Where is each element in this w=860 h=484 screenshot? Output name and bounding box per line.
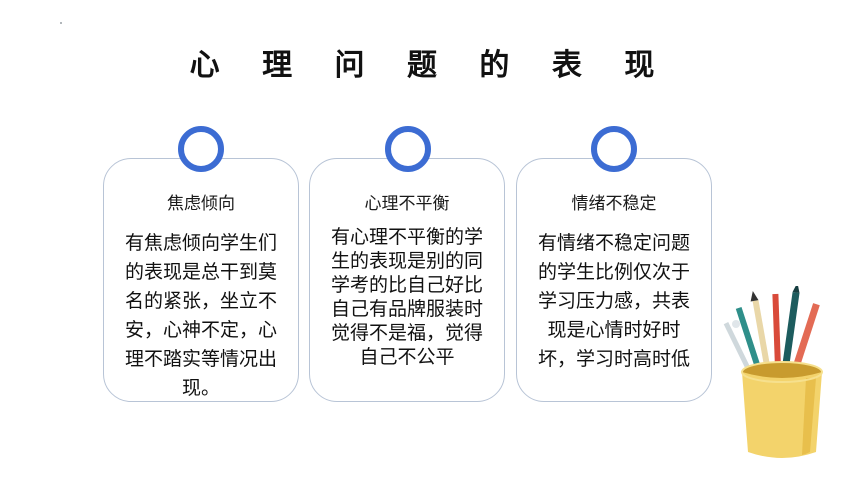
- card-anxiety: 焦虑倾向 有焦虑倾向学生们的表现是总干到莫名的紧张，坐立不安，心神不定，心理不踏…: [103, 158, 299, 402]
- ring-icon: [178, 126, 224, 172]
- ring-icon: [591, 126, 637, 172]
- card-heading: 焦虑倾向: [167, 194, 235, 214]
- card-body: 有焦虑倾向学生们的表现是总干到莫名的紧张，坐立不安，心神不定，心理不踏实等情况出…: [124, 232, 277, 399]
- slide-title: 心 理 问 题 的 表 现: [189, 48, 671, 83]
- decorative-dot: [60, 22, 62, 24]
- card-body: 有情绪不稳定问题的学生比例仅次于学习压力感，共表现是心情时好时坏，学习时高时低: [537, 232, 690, 370]
- card-imbalance: 心理不平衡 有心理不平衡的学生的表现是别的同学考的比自己好比自己有品牌服装时觉得…: [309, 158, 505, 402]
- card-heading: 情绪不稳定: [571, 194, 657, 214]
- pencil-cup-icon: [723, 286, 823, 458]
- card-heading: 心理不平衡: [364, 194, 450, 214]
- ring-icon: [385, 126, 431, 172]
- card-body: 有心理不平衡的学生的表现是别的同学考的比自己好比自己有品牌服装时觉得不是福，觉得…: [330, 226, 483, 368]
- card-instability: 情绪不稳定 有情绪不稳定问题的学生比例仅次于学习压力感，共表现是心情时好时坏，学…: [516, 158, 712, 402]
